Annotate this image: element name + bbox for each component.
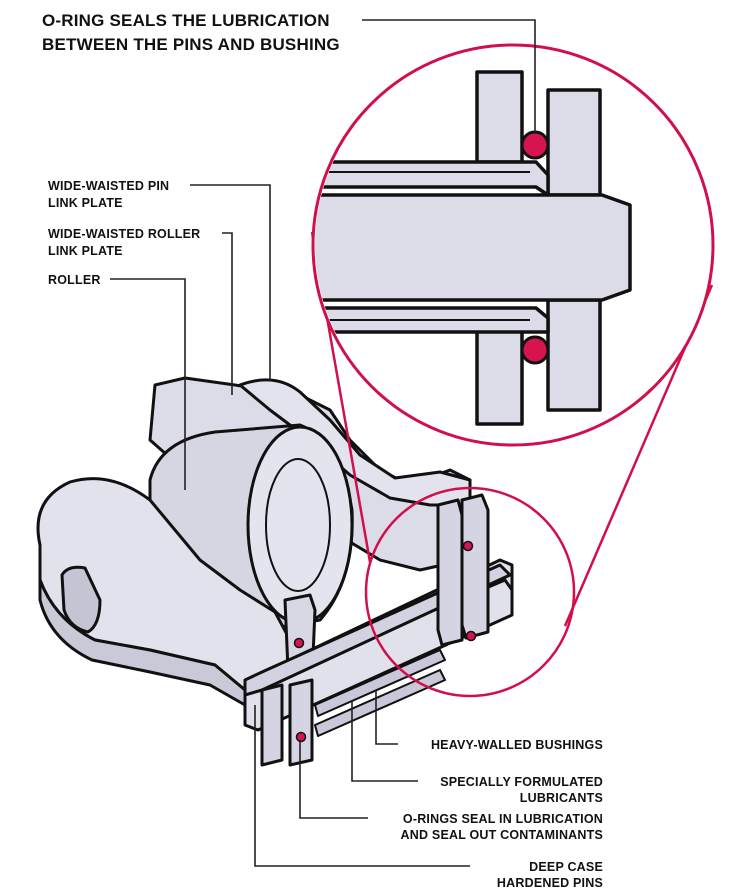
detail-plate-upper-right — [546, 88, 602, 197]
seal-dot — [462, 540, 474, 552]
seal-dot — [295, 731, 307, 743]
leader-o-rings — [299, 740, 368, 819]
leader-pin-link-plate — [190, 184, 271, 380]
detail-plate-lower-left — [475, 328, 524, 426]
label-roller-link-plate-2: LINK PLATE — [48, 244, 123, 258]
assembly-seals — [293, 540, 477, 743]
pin-hole — [60, 565, 102, 634]
label-o-rings-1: O-RINGS SEAL IN LUBRICATION — [403, 812, 603, 826]
title-line-1: O-RING SEALS THE LUBRICATION — [42, 11, 330, 30]
seal-dot — [293, 637, 305, 649]
leader-roller — [110, 278, 186, 490]
leader-lubricants — [351, 700, 418, 782]
label-roller-link-plate-1: WIDE-WAISTED ROLLER — [48, 227, 200, 241]
label-pins-1: DEEP CASE — [529, 860, 603, 874]
back-pin-link-plate — [238, 378, 472, 507]
detail-bushing-upper — [315, 160, 550, 197]
leader-roller-link-plate — [222, 232, 233, 395]
label-pins-2: HARDENED PINS — [497, 876, 603, 890]
bushing-rod — [314, 669, 446, 737]
label-o-rings-2: AND SEAL OUT CONTAMINANTS — [401, 828, 603, 842]
leader-title — [362, 19, 536, 132]
right-post-1 — [436, 498, 464, 647]
front-post-2 — [288, 678, 314, 767]
leader-pins — [254, 705, 470, 867]
detail-plate-lower-right — [546, 298, 602, 412]
detail-plate-upper-left — [475, 70, 524, 164]
roller-end-face — [246, 425, 354, 625]
leader-bushings — [375, 690, 398, 745]
label-roller: ROLLER — [48, 273, 101, 287]
label-lubricants-1: SPECIALLY FORMULATED — [440, 775, 603, 789]
title-line-2: BETWEEN THE PINS AND BUSHING — [42, 35, 340, 54]
detail-o-ring-bottom — [520, 335, 550, 365]
labels: O-RING SEALS THE LUBRICATION BETWEEN THE… — [42, 11, 603, 890]
detail-o-ring-top — [520, 130, 550, 160]
magnified-detail — [311, 43, 715, 447]
chain-assembly — [36, 376, 514, 767]
label-lubricants-2: LUBRICANTS — [520, 791, 603, 805]
roller-inner-ring — [265, 458, 331, 592]
label-bushings: HEAVY-WALLED BUSHINGS — [431, 738, 603, 752]
seal-dot — [465, 630, 477, 642]
leader-lines — [110, 19, 536, 867]
label-pin-link-plate-1: WIDE-WAISTED PIN — [48, 179, 169, 193]
front-post-1 — [260, 683, 284, 767]
detail-target-ring — [364, 486, 576, 698]
detail-pin — [315, 193, 632, 302]
right-post-2 — [460, 493, 490, 640]
label-pin-link-plate-2: LINK PLATE — [48, 196, 123, 210]
